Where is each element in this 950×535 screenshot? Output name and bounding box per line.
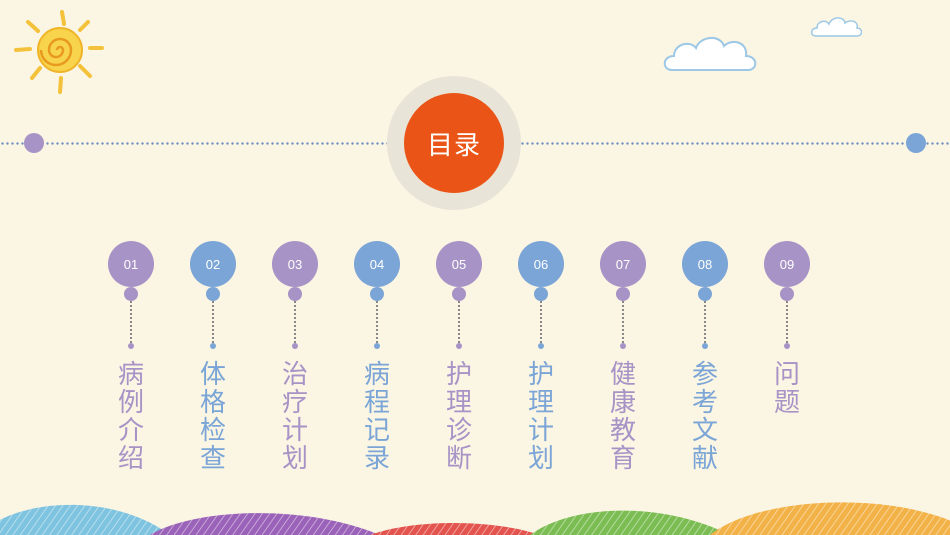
toc-connector-end [374, 343, 380, 349]
toc-connector-end [292, 343, 298, 349]
toc-connector-end [128, 343, 134, 349]
toc-connector-stem [704, 301, 706, 345]
toc-connector-stem [376, 301, 378, 345]
toc-connector-end [620, 343, 626, 349]
toc-item[interactable]: 03 治疗计划 [272, 241, 318, 481]
scribble-hills [0, 502, 950, 535]
toc-connector-knob [124, 287, 138, 301]
toc-number: 01 [108, 241, 154, 287]
cloud-icon [810, 17, 862, 37]
toc-item[interactable]: 02 体格检查 [190, 241, 236, 481]
toc-label: 体格检查 [199, 360, 226, 474]
cloud-icon [663, 37, 757, 71]
toc-connector-stem [212, 301, 214, 345]
toc-connector-knob [534, 287, 548, 301]
timeline-endpoint-right [906, 133, 926, 153]
toc-label: 护理计划 [527, 360, 554, 474]
toc-connector-knob [616, 287, 630, 301]
toc-connector-knob [370, 287, 384, 301]
timeline-endpoint-left [24, 133, 44, 153]
toc-number: 06 [518, 241, 564, 287]
toc-item[interactable]: 04 病程记录 [354, 241, 400, 481]
toc-item[interactable]: 08 参考文献 [682, 241, 728, 481]
toc-number: 09 [764, 241, 810, 287]
page-title: 目录 [404, 93, 504, 193]
toc-number: 07 [600, 241, 646, 287]
toc-connector-end [538, 343, 544, 349]
toc-connector-stem [622, 301, 624, 345]
toc-item[interactable]: 09 问题 [764, 241, 810, 481]
toc-connector-stem [458, 301, 460, 345]
toc-number: 08 [682, 241, 728, 287]
toc-connector-end [784, 343, 790, 349]
toc-connector-end [702, 343, 708, 349]
toc-label: 健康教育 [609, 360, 636, 474]
toc-item[interactable]: 05 护理诊断 [436, 241, 482, 481]
toc-connector-knob [780, 287, 794, 301]
toc-connector-end [210, 343, 216, 349]
toc-connector-knob [206, 287, 220, 301]
toc-connector-stem [786, 301, 788, 345]
toc-label: 治疗计划 [281, 360, 308, 474]
toc-item[interactable]: 07 健康教育 [600, 241, 646, 481]
toc-number: 02 [190, 241, 236, 287]
toc-item[interactable]: 01 病例介绍 [108, 241, 154, 481]
toc-item[interactable]: 06 护理计划 [518, 241, 564, 481]
toc-label: 病例介绍 [117, 360, 144, 474]
toc-label: 护理诊断 [445, 360, 472, 474]
toc-connector-end [456, 343, 462, 349]
sun-icon [14, 10, 104, 94]
toc-connector-stem [130, 301, 132, 345]
toc-connector-stem [540, 301, 542, 345]
toc-number: 04 [354, 241, 400, 287]
toc-connector-knob [698, 287, 712, 301]
toc-connector-knob [288, 287, 302, 301]
toc-connector-stem [294, 301, 296, 345]
toc-label: 病程记录 [363, 360, 390, 474]
title-badge: 目录 [387, 76, 521, 210]
toc-number: 03 [272, 241, 318, 287]
toc-number: 05 [436, 241, 482, 287]
toc-connector-knob [452, 287, 466, 301]
toc-label: 问题 [773, 360, 800, 418]
toc-label: 参考文献 [691, 360, 718, 474]
